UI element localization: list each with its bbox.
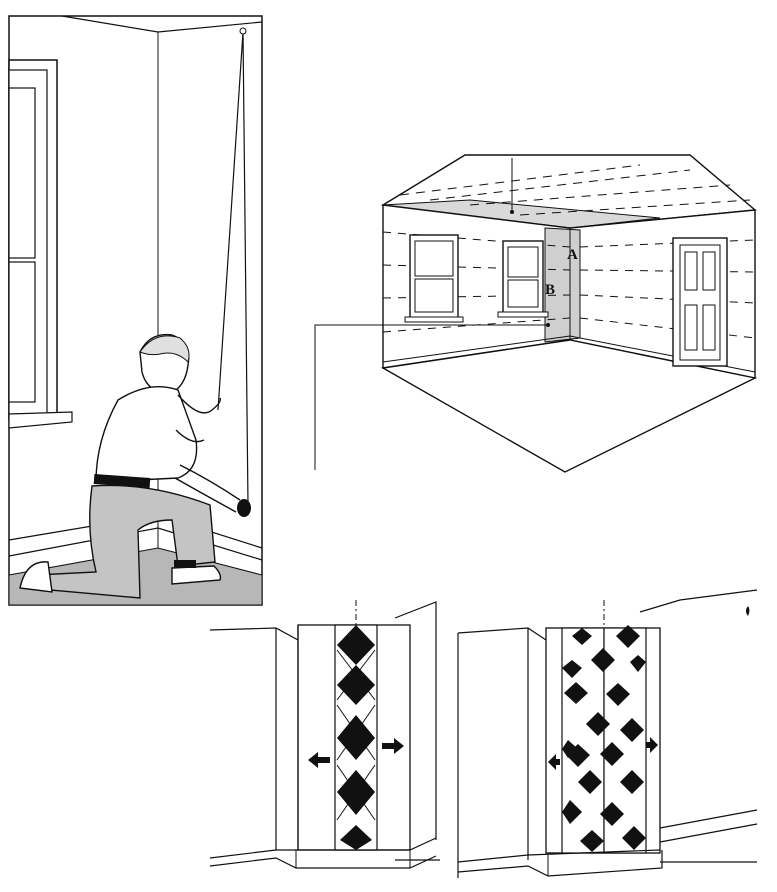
man-figure — [19, 333, 251, 599]
floor — [380, 339, 758, 473]
arrow-right-icon — [646, 737, 658, 753]
shoe-back — [19, 561, 53, 593]
window — [8, 59, 73, 429]
arrow-left-icon — [308, 752, 330, 768]
arrow-left-icon — [548, 754, 560, 770]
ceiling-guide-lines — [399, 164, 751, 216]
room-window-left — [404, 234, 464, 323]
trousers — [34, 484, 216, 599]
pattern-diamonds-seam — [562, 625, 646, 852]
room-door — [672, 237, 728, 367]
room-diagram: A B — [314, 154, 758, 473]
tape-case — [237, 499, 251, 517]
tape-line — [217, 31, 244, 411]
arrow-right-icon — [382, 738, 404, 754]
label-a: A — [567, 247, 578, 263]
room-window-right — [497, 240, 549, 318]
label-b: B — [545, 282, 555, 298]
leader-line — [314, 324, 548, 470]
tape-hook — [239, 27, 247, 35]
wallpaper-centred-panel — [209, 600, 440, 869]
shoe-front — [171, 565, 222, 585]
wallpaper-seam-panel — [457, 589, 758, 878]
window-sill — [8, 411, 73, 429]
belt — [93, 474, 151, 488]
measuring-panel — [8, 15, 263, 606]
